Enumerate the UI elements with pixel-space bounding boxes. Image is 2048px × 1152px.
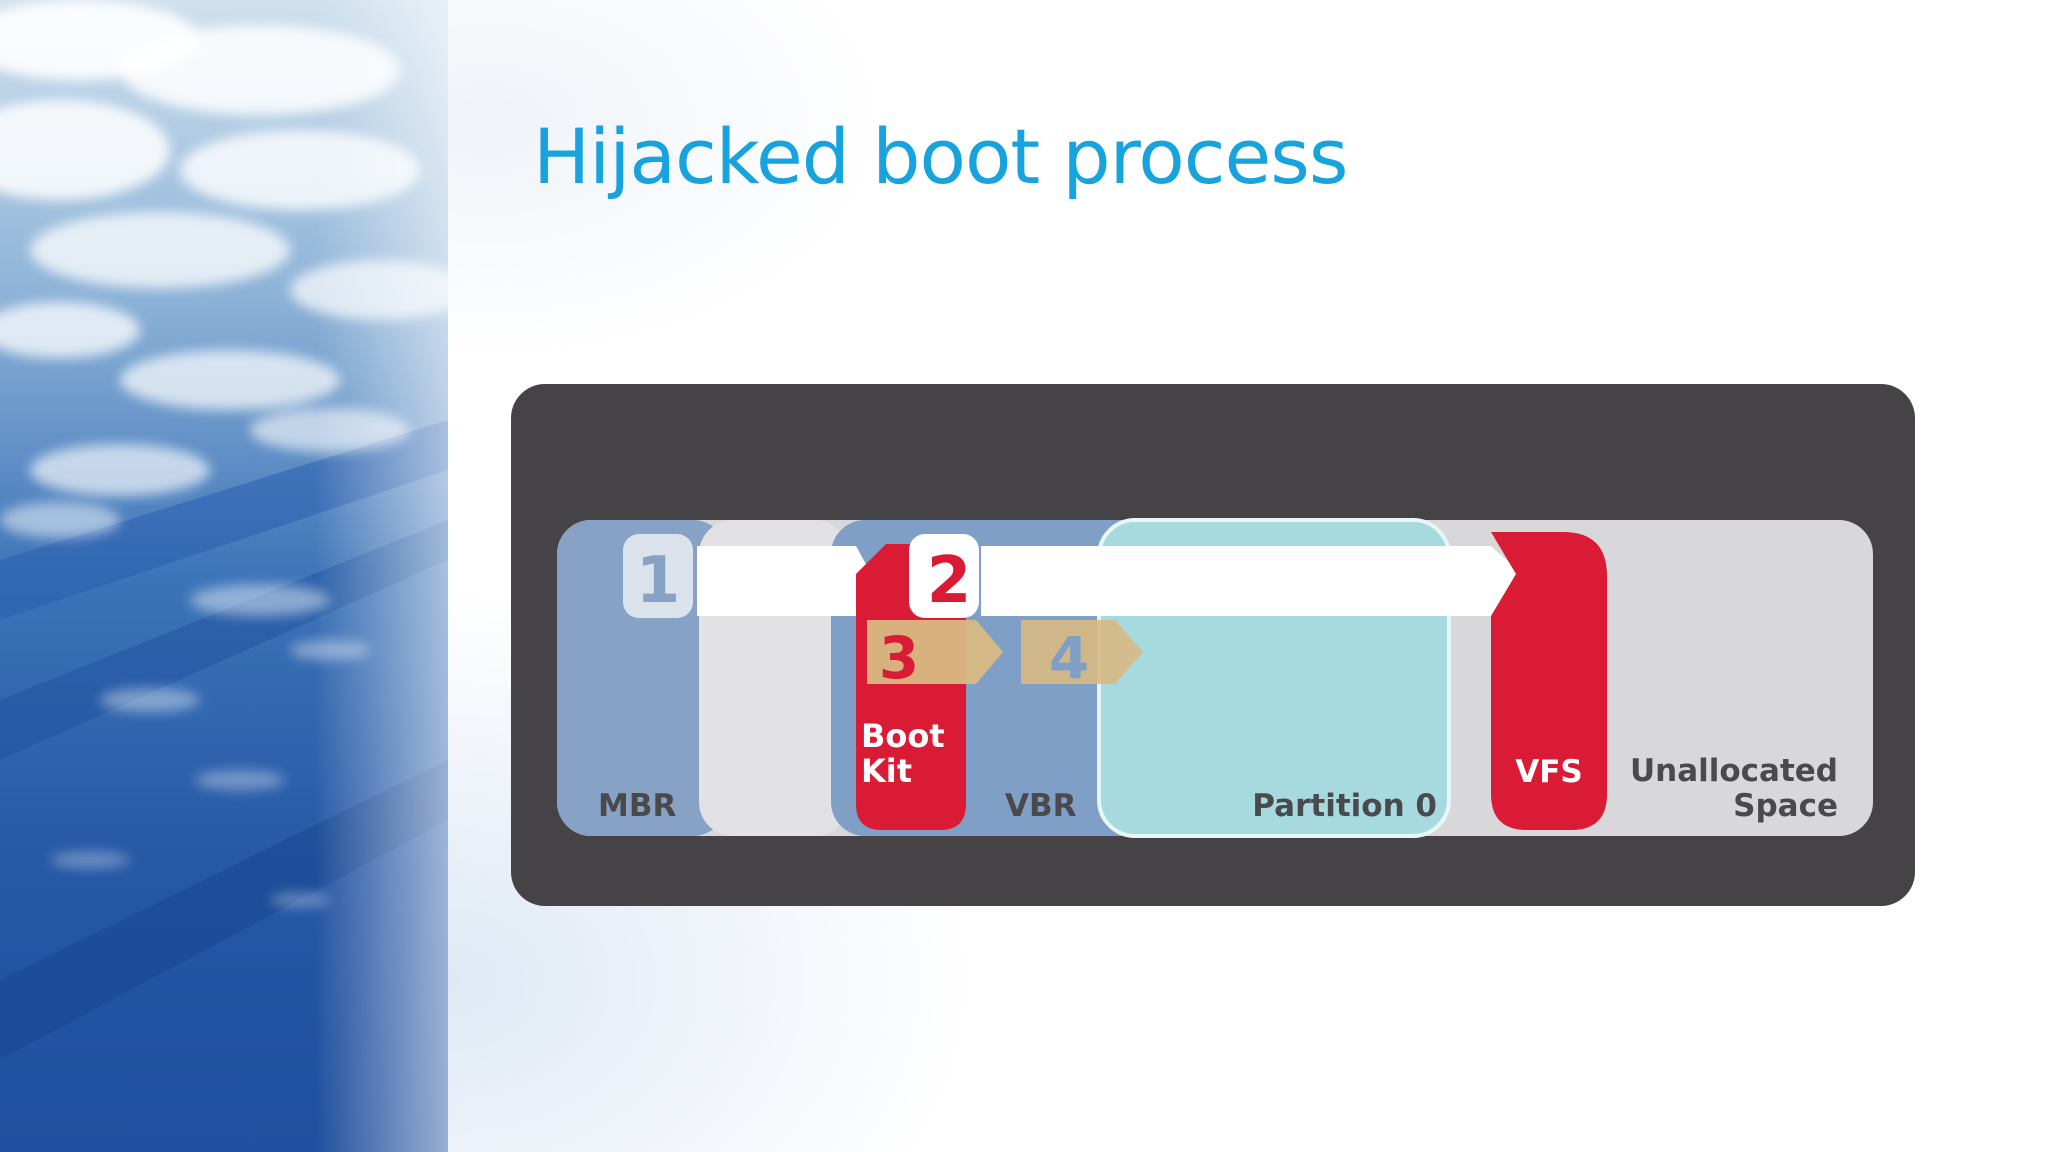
mbr-label: MBR: [598, 788, 676, 824]
step-2-label: 2: [927, 544, 972, 618]
unallocated-label-line2: Space: [1733, 788, 1838, 824]
step-4-label: 4: [1049, 624, 1089, 692]
boot-kit-label-line2: Kit: [861, 752, 912, 790]
partition-label: Partition 0: [1252, 788, 1437, 824]
step-3-label: 3: [879, 624, 919, 692]
step-1-label: 1: [636, 544, 681, 618]
unallocated-label-line1: Unallocated: [1630, 753, 1838, 789]
boot-process-diagram: 1 2 3 4 MBR Boot Kit VBR Partition 0 VFS…: [511, 384, 1915, 906]
sky-background-image: [0, 0, 448, 1152]
arrow-step-2: [981, 546, 1525, 616]
vbr-label: VBR: [1005, 788, 1077, 824]
arrow-step-1: [697, 546, 873, 616]
boot-kit-label-line1: Boot: [861, 717, 945, 755]
slide-title: Hijacked boot process: [533, 112, 1347, 201]
vfs-label: VFS: [1515, 754, 1583, 790]
